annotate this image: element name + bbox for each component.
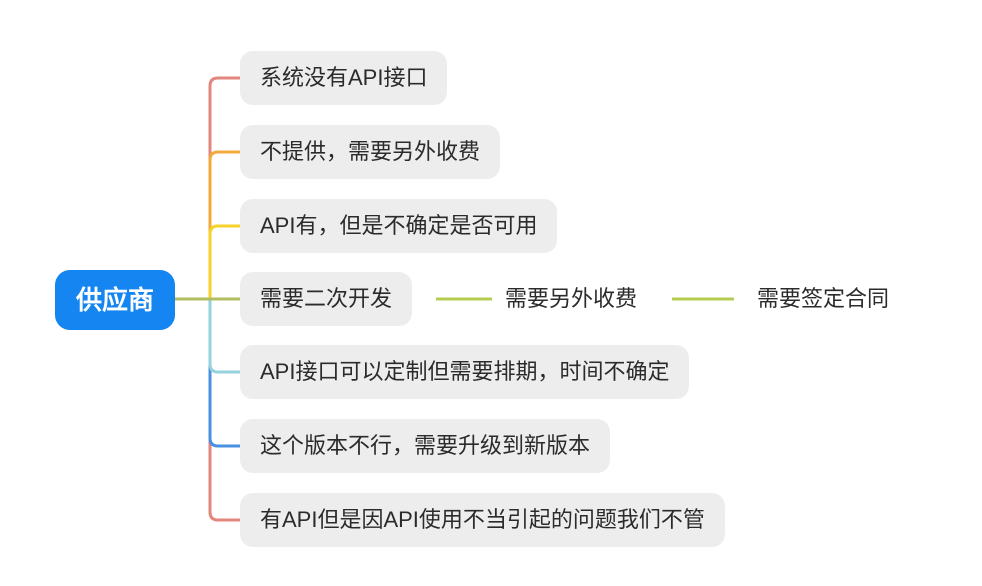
edge-branch-1-icon — [175, 76, 240, 301]
child-node-1[interactable]: 需要另外收费 — [505, 286, 638, 311]
branch-node-4[interactable]: 需要二次开发 — [240, 272, 413, 326]
branch-node-2[interactable]: 不提供，需要另外收费 — [240, 125, 501, 179]
edge-branch-7-icon — [175, 297, 240, 522]
branch-node-6[interactable]: 这个版本不行，需要升级到新版本 — [240, 419, 611, 473]
branch-node-7[interactable]: 有API但是因API使用不当引起的问题我们不管 — [240, 493, 725, 547]
branch-node-5[interactable]: API接口可以定制但需要排期，时间不确定 — [240, 345, 690, 399]
branch-node-1[interactable]: 系统没有API接口 — [240, 51, 448, 105]
edge-branch-2-icon — [175, 150, 240, 301]
edge-branch-3-icon — [175, 224, 240, 301]
child-node-2[interactable]: 需要签定合同 — [757, 286, 890, 311]
edge-branch-5-icon — [175, 297, 240, 374]
branch-node-3[interactable]: API有，但是不确定是否可用 — [240, 199, 558, 253]
edge-branch-6-icon — [175, 297, 240, 448]
root-node[interactable]: 供应商 — [55, 270, 175, 330]
